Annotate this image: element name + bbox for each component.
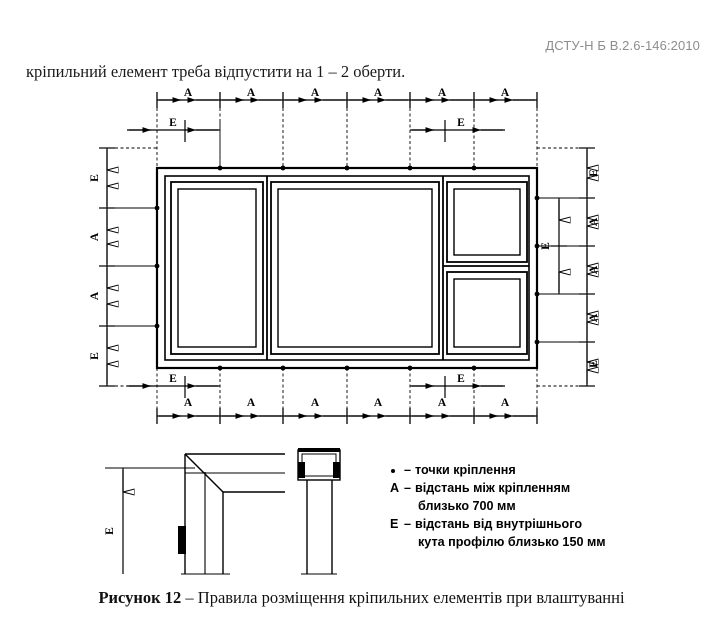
legend-item-a-distance: A – відстань між кріпленням <box>390 480 606 498</box>
figure-legend: – точки кріплення A – відстань між кріпл… <box>390 462 606 551</box>
dim-label-top-a-3: A <box>311 87 320 99</box>
legend-text-1: точки кріплення <box>415 463 516 477</box>
dim-label-top-a-5: A <box>438 87 447 99</box>
dim-label-bottom-e-2: E <box>457 373 465 385</box>
legend-text-3: відстань від внутрішнього <box>415 516 583 531</box>
figure-caption-number: Рисунок 12 <box>98 588 182 607</box>
dim-label-left-e-2: E <box>89 352 101 360</box>
dim-label-bottom-a-3: A <box>311 397 320 409</box>
dim-label-bottom-a-1: A <box>184 397 193 409</box>
dim-label-left-e-1: E <box>89 174 101 182</box>
dim-label-right-e-2: E <box>588 360 600 368</box>
dim-label-right-a-2: A <box>588 265 600 274</box>
legend-key-a: A <box>390 480 400 495</box>
dim-label-right-a-3: A <box>588 313 600 322</box>
dim-label-top-a-2: A <box>247 87 256 99</box>
legend-item-e-distance: Е – відстань від внутрішнього <box>390 516 606 534</box>
technical-figure: A A A A A A E E A A A A A A E E <box>85 86 645 576</box>
body-paragraph: кріпильний елемент треба відпустити на 1… <box>26 62 406 81</box>
dim-label-right-e-1: E <box>588 169 600 177</box>
figure-caption-text: – Правила розміщення кріпильних елементі… <box>181 588 625 607</box>
dim-label-top-a-1: A <box>184 87 193 99</box>
dim-label-top-e-2: E <box>457 117 465 129</box>
legend-dash-2: – <box>404 480 412 495</box>
dim-label-bottom-a-2: A <box>247 397 256 409</box>
dim-label-bottom-a-5: A <box>438 397 447 409</box>
dim-label-left-a-2: A <box>89 291 101 300</box>
legend-text-3-cont: кута профілю близько 150 мм <box>418 534 606 549</box>
standard-code-header: ДСТУ-Н Б В.2.6-146:2010 <box>545 38 700 53</box>
legend-text-2: відстань між кріпленням <box>415 480 571 495</box>
legend-dash-3: – <box>404 516 412 531</box>
dim-label-right-a-1: A <box>588 217 600 226</box>
dim-label-top-a-6: A <box>501 87 510 99</box>
dim-label-left-a-1: A <box>89 232 101 241</box>
dim-label-top-e-1: E <box>169 117 177 129</box>
legend-dash-1: – <box>404 463 412 477</box>
dim-label-top-a-4: A <box>374 87 383 99</box>
dim-label-right-inner-e: E <box>540 242 552 250</box>
legend-text-2-cont: близько 700 мм <box>418 498 516 513</box>
dim-label-bottom-a-4: A <box>374 397 383 409</box>
figure-drawing: A A A A A A E E A A A A A A E E <box>89 87 600 575</box>
legend-item-fastening-points: – точки кріплення <box>390 462 606 480</box>
figure-caption: Рисунок 12 – Правила розміщення кріпильн… <box>0 588 723 608</box>
legend-key-e: Е <box>390 516 399 531</box>
dim-label-detail-e: E <box>104 527 116 535</box>
dim-label-bottom-e-1: E <box>169 373 177 385</box>
dim-label-bottom-a-6: A <box>501 397 510 409</box>
